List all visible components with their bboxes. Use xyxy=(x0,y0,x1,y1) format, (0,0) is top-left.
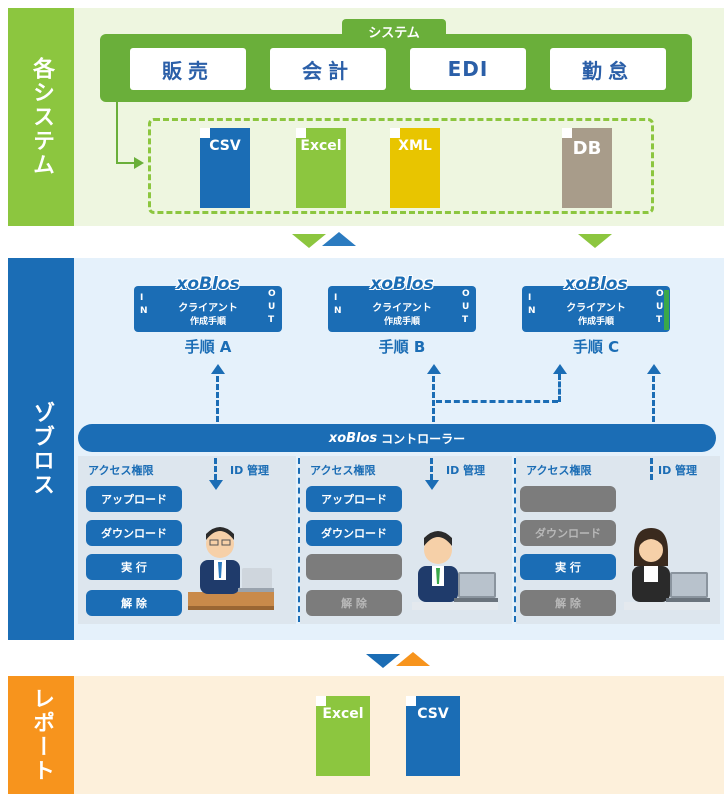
client-procedure-b: xoBlos IN クライアント 作成手順 OUT xyxy=(328,274,476,332)
xoblos-logo-icon: xoBlos xyxy=(328,430,378,446)
dotted-connector-b-c xyxy=(436,400,558,403)
client-line2: 作成手順 xyxy=(383,317,420,327)
report-excel-label: Excel xyxy=(322,706,364,722)
report-csv-label: CSV xyxy=(417,706,449,722)
excel-file-label: Excel xyxy=(300,138,342,154)
release-permission-disabled: 解 除 xyxy=(520,590,616,616)
businesswoman-at-laptop-icon xyxy=(624,528,710,610)
xoblos-logo-icon: xoBlos xyxy=(564,274,628,294)
file-output-box xyxy=(148,118,654,214)
panel-separator xyxy=(298,458,300,622)
client-out-label: OUT xyxy=(268,289,276,325)
id-management-label: ID 管理 xyxy=(230,464,270,477)
client-in-label: IN xyxy=(140,293,148,316)
client-in-label: IN xyxy=(334,293,342,316)
xoblos-section-label: ゾブロス xyxy=(8,258,74,640)
download-permission-disabled: ダウンロード xyxy=(520,520,616,546)
xoblos-logo-icon: xoBlos xyxy=(370,274,434,294)
upload-permission-disabled xyxy=(520,486,616,512)
client-line2: 作成手順 xyxy=(577,317,614,327)
down-arrow-icon xyxy=(209,480,223,490)
systems-section-label: 各システム xyxy=(8,8,74,226)
access-rights-label: アクセス権限 xyxy=(88,464,154,477)
up-arrow-icon xyxy=(211,364,225,374)
access-rights-label: アクセス権限 xyxy=(526,464,592,477)
client-line1: クライアント xyxy=(566,303,626,314)
report-section-background xyxy=(74,676,724,794)
flow-up-arrow-icon xyxy=(396,652,430,666)
system-connector-line-h xyxy=(116,162,136,164)
dotted-line xyxy=(432,376,435,422)
down-arrow-icon xyxy=(425,480,439,490)
dotted-line xyxy=(214,458,217,480)
download-permission: ダウンロード xyxy=(86,520,182,546)
xml-file-label: XML xyxy=(398,138,432,154)
report-section-label: レポート xyxy=(8,676,74,794)
step-b-label: 手順 B xyxy=(378,338,426,356)
release-permission-disabled: 解 除 xyxy=(306,590,402,616)
client-line1: クライアント xyxy=(372,303,432,314)
up-arrow-icon xyxy=(427,364,441,374)
upload-permission: アップロード xyxy=(86,486,182,512)
client-in-label: IN xyxy=(528,293,536,316)
report-excel-file-icon: Excel xyxy=(316,696,370,776)
step-c-label: 手順 C xyxy=(572,338,620,356)
access-panel-2: アクセス権限 ID 管理 アップロード ダウンロード 解 除 xyxy=(300,456,512,624)
up-arrow-icon xyxy=(553,364,567,374)
report-csv-file-icon: CSV xyxy=(406,696,460,776)
system-group-tab: システム xyxy=(342,19,446,43)
system-accounting: 会計 xyxy=(270,48,386,90)
flow-down-arrow-icon-db xyxy=(578,234,612,248)
system-attendance: 勤怠 xyxy=(550,48,666,90)
upload-permission: アップロード xyxy=(306,486,402,512)
csv-file-icon: CSV xyxy=(200,128,250,208)
excel-file-icon: Excel xyxy=(296,128,346,208)
execute-permission-disabled xyxy=(306,554,402,580)
client-out-label: OUT xyxy=(656,289,664,325)
system-sales: 販売 xyxy=(130,48,246,90)
system-connector-line xyxy=(116,100,118,164)
up-arrow-icon xyxy=(647,364,661,374)
dotted-line xyxy=(430,458,433,480)
client-c-green-marker xyxy=(664,290,669,330)
controller-label: コントローラー xyxy=(381,431,466,446)
execute-permission: 実 行 xyxy=(520,554,616,580)
controller-bar: xoBlos コントローラー xyxy=(78,424,716,452)
step-a-label: 手順 A xyxy=(184,338,232,356)
system-connector-arrow-icon xyxy=(134,157,144,169)
system-edi: EDI xyxy=(410,48,526,90)
client-line2: 作成手順 xyxy=(189,317,226,327)
panel-separator xyxy=(514,458,516,622)
db-file-label: DB xyxy=(572,138,602,159)
client-procedure-a: xoBlos IN クライアント 作成手順 OUT xyxy=(134,274,282,332)
db-file-icon: DB xyxy=(562,128,612,208)
release-permission: 解 除 xyxy=(86,590,182,616)
id-management-label: ID 管理 xyxy=(658,464,698,477)
client-out-label: OUT xyxy=(462,289,470,325)
flow-down-arrow-icon xyxy=(366,654,400,668)
xoblos-logo-icon: xoBlos xyxy=(176,274,240,294)
id-management-label: ID 管理 xyxy=(446,464,486,477)
flow-up-arrow-icon xyxy=(322,232,356,246)
access-panel-1: アクセス権限 ID 管理 アップロード ダウンロード 実 行 解 除 xyxy=(78,456,296,624)
xml-file-icon: XML xyxy=(390,128,440,208)
dotted-line xyxy=(558,374,561,402)
flow-down-arrow-icon xyxy=(292,234,326,248)
csv-file-label: CSV xyxy=(209,138,241,154)
client-procedure-c: xoBlos IN クライアント 作成手順 OUT xyxy=(522,274,670,332)
client-line1: クライアント xyxy=(178,303,238,314)
download-permission: ダウンロード xyxy=(306,520,402,546)
businessman-at-laptop-icon xyxy=(412,531,498,610)
access-rights-label: アクセス権限 xyxy=(310,464,376,477)
execute-permission: 実 行 xyxy=(86,554,182,580)
dotted-line xyxy=(652,376,655,422)
dotted-line xyxy=(216,376,219,422)
access-panel-3: アクセス権限 ID 管理 ダウンロード 実 行 解 除 xyxy=(516,456,720,624)
businessman-at-desk-icon xyxy=(188,527,274,610)
dotted-line xyxy=(650,458,653,480)
